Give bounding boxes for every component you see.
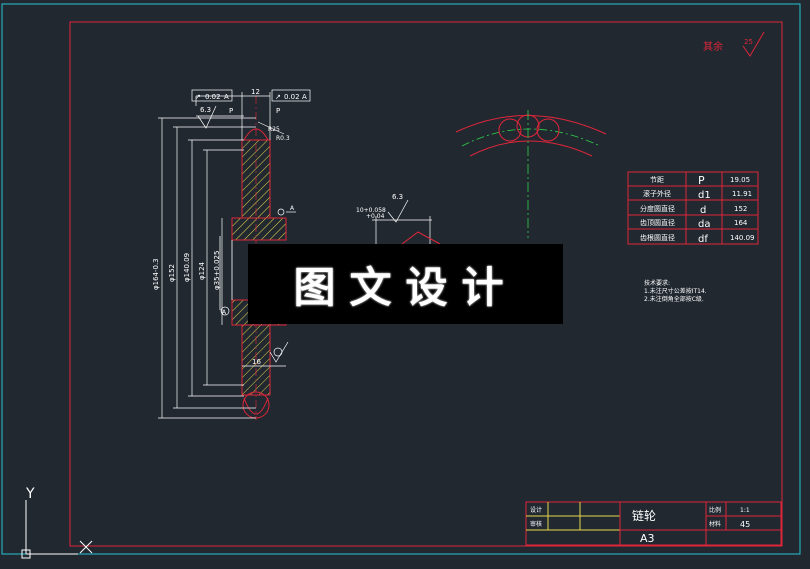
param-row-4-name: 齿根圆直径 xyxy=(640,233,675,242)
param-row-2-symbol: d xyxy=(700,205,706,216)
tooth-profile-pitch-arc xyxy=(461,128,601,147)
keyway-view xyxy=(372,199,432,244)
tech-notes-heading: 技术要求: xyxy=(644,279,670,287)
gtol-left-symbol: ↗ xyxy=(195,93,201,101)
datum-marker-left xyxy=(220,306,230,316)
roughness-hub-circle xyxy=(273,347,283,357)
dim-pitch-diameter: φ152 xyxy=(168,264,176,282)
roller-right xyxy=(536,118,560,142)
dim-hub-diameter: φ124 xyxy=(198,261,206,280)
roughness-symbol xyxy=(742,31,765,57)
param-table-grid xyxy=(627,171,759,245)
param-row-3-name: 齿顶圆直径 xyxy=(640,218,675,227)
watermark-text: 图文设计 xyxy=(293,262,518,312)
param-row-0-value: 19.05 xyxy=(730,176,750,184)
dim-p-right: P xyxy=(276,107,280,115)
title-sheet-size: A3 xyxy=(640,532,655,545)
tech-notes-line1: 1.未注尺寸公差按IT14. xyxy=(644,287,707,295)
gtol-frame-right xyxy=(271,89,311,102)
dim-hub-width: 16 xyxy=(252,358,261,366)
tooth-profile-outer-arc xyxy=(455,115,607,135)
keyway-arc xyxy=(401,231,441,245)
roughness-keyway: 6.3 xyxy=(392,193,403,201)
param-row-3-symbol: da xyxy=(698,219,710,230)
roller-left xyxy=(498,118,522,142)
dim-radius-b: R0.3 xyxy=(276,135,290,142)
title-scale-value: 1:1 xyxy=(740,507,750,514)
title-design-label: 设计 xyxy=(530,506,542,514)
gtol-right-value: 0.02 xyxy=(284,93,300,101)
other-roughness-value: 25 xyxy=(744,38,753,46)
dim-outer-diameter: φ164-0.3 xyxy=(152,258,160,290)
dim-top-width: 12 xyxy=(251,88,260,96)
hub-section-upper xyxy=(231,217,287,241)
keyway-tolerance: 10+0.058 xyxy=(356,207,386,214)
other-roughness-label: 其余 xyxy=(703,40,723,53)
tooth-tip-bottom xyxy=(243,397,269,415)
roughness-top-left: 6.3 xyxy=(200,106,211,114)
datum-marker-right xyxy=(277,208,296,216)
param-row-0-symbol: P xyxy=(698,174,705,187)
tech-notes-line2: 2.未注倒角全部按C级. xyxy=(644,295,704,303)
param-row-0-name: 节距 xyxy=(650,176,664,184)
title-review-label: 审核 xyxy=(530,520,542,528)
outer-sheet-border xyxy=(1,3,801,555)
watermark-banner: 图文设计 xyxy=(248,244,563,324)
param-table-rows: 节距 P 19.05 滚子外径 d1 11.91 分度圆直径 d 152 齿顶圆… xyxy=(640,174,755,245)
param-row-2-name: 分度圆直径 xyxy=(640,204,675,213)
tooth-profile-inner-arc xyxy=(469,140,593,157)
leader-radius xyxy=(257,121,285,135)
diameter-dimensions xyxy=(158,117,256,419)
title-material-label: 材料 xyxy=(709,520,721,528)
param-row-4-value: 140.09 xyxy=(730,234,755,242)
title-part-name: 链轮 xyxy=(632,508,656,523)
gtol-right-symbol: ↗ xyxy=(275,93,281,101)
title-block-grid xyxy=(525,501,782,546)
ucs-y-label: Y xyxy=(25,486,35,502)
gtol-left-value: 0.02 xyxy=(205,93,221,101)
dim-bore-diameter: φ35+0.025 xyxy=(213,251,221,290)
param-row-2-value: 152 xyxy=(734,205,747,213)
gtol-left-datum: A xyxy=(224,93,229,101)
param-row-3-value: 164 xyxy=(734,219,748,227)
gtol-frame-left xyxy=(191,89,233,102)
param-row-1-name: 滚子外径 xyxy=(643,189,671,198)
datum-label-left: A xyxy=(222,309,227,316)
top-dimension-lines xyxy=(195,92,271,140)
gtol-right-datum: A xyxy=(302,93,307,101)
param-row-4-symbol: df xyxy=(698,234,708,245)
title-material-value: 45 xyxy=(740,520,750,529)
param-row-1-value: 11.91 xyxy=(732,190,752,198)
ucs-icon xyxy=(21,500,93,559)
dim-p-left: P xyxy=(229,107,233,115)
param-row-1-symbol: d1 xyxy=(698,190,711,201)
datum-label-right: A xyxy=(290,205,295,212)
roughness-hub xyxy=(269,341,289,363)
dim-root-diameter: φ140.09 xyxy=(183,253,191,282)
keyway-tolerance-2: +0.04 xyxy=(366,213,385,220)
title-scale-label: 比例 xyxy=(709,506,721,514)
inner-frame-border xyxy=(69,21,783,547)
